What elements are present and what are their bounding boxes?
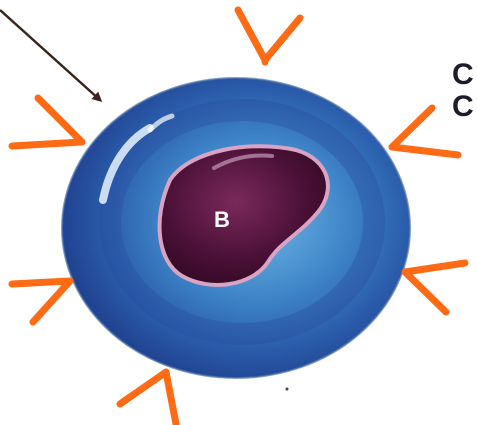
side-label-top: C: [452, 60, 474, 90]
receptor-icon: [120, 372, 176, 424]
receptor-icon: [12, 98, 82, 146]
speck: [286, 388, 289, 391]
receptor-icon: [238, 10, 300, 62]
receptor-icon: [392, 108, 458, 155]
pointer-arrow-icon: [0, 10, 100, 100]
receptor-icon: [405, 263, 465, 312]
receptor-icon: [12, 281, 70, 322]
side-label-bottom: C: [452, 92, 474, 122]
nucleus-label: B: [214, 207, 230, 232]
